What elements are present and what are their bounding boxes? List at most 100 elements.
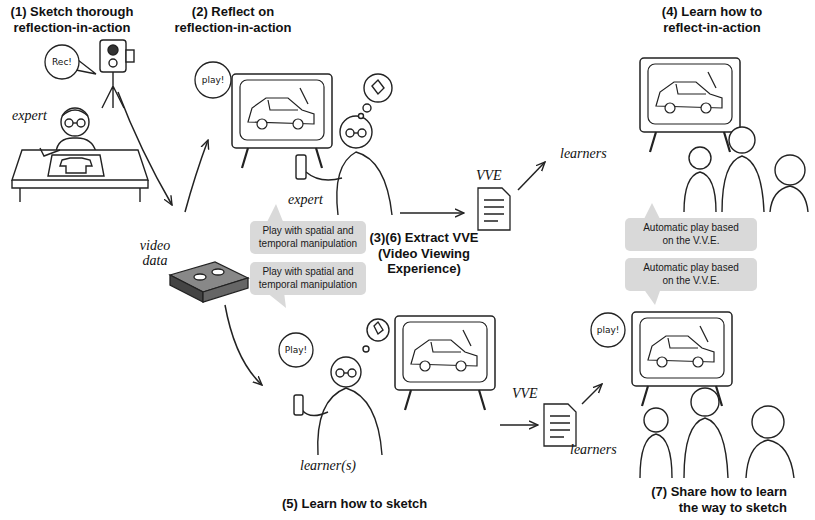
flow-arrow — [118, 92, 172, 205]
expert-figure — [61, 108, 89, 136]
label-slot: VVE — [476, 168, 502, 183]
label-slot: play! — [213, 80, 236, 89]
callout-text: Automatic play based on the V.V.E. — [639, 262, 743, 287]
expert-figure — [337, 152, 392, 215]
expert-figure — [56, 108, 96, 152]
desk — [48, 155, 104, 176]
expert-figure — [340, 116, 372, 148]
learner-figure — [294, 395, 303, 415]
label-slot: Rec! — [62, 62, 82, 71]
speech-bubble — [195, 62, 231, 98]
speech-text: play! — [597, 326, 620, 335]
video-cassette — [170, 262, 248, 302]
tv-set — [232, 74, 332, 168]
learner-figure — [331, 357, 361, 387]
video-camera — [109, 59, 117, 67]
vve-document — [550, 416, 570, 437]
expert-figure — [359, 114, 364, 119]
label-slot: (7) Share how to learn the way to sketch — [632, 484, 787, 515]
vve-document — [544, 404, 576, 446]
label-slot: (4) Learn how to reflect-in-action — [642, 4, 782, 35]
desk — [40, 148, 60, 156]
speech-text: Play! — [285, 346, 307, 355]
label-slot: learners — [570, 442, 617, 457]
figure-label: learner(s) — [300, 458, 356, 473]
expert-figure — [346, 129, 354, 137]
learner-figure — [348, 369, 356, 377]
record-bubble — [45, 45, 79, 79]
expert-figure — [306, 172, 342, 180]
label-slot: video data — [130, 238, 180, 269]
callout-text: Play with spatial and temporal manipulat… — [255, 225, 361, 250]
learner-figure — [374, 322, 383, 334]
video-camera — [100, 40, 126, 72]
figure-label: learners — [570, 442, 617, 457]
flow-arrow — [225, 305, 262, 385]
step-heading: (7) Share how to learn the way to sketch — [632, 484, 787, 515]
label-slot: (3)(6) Extract VVE (Video Viewing Experi… — [368, 230, 480, 277]
flow-arrow — [582, 384, 602, 404]
tv-set — [640, 58, 740, 152]
learner-silhouette — [684, 172, 716, 212]
label-slot: learner(s) — [300, 458, 356, 473]
figure-label: learners — [560, 146, 607, 161]
vve-document — [478, 188, 510, 230]
tv-set — [395, 316, 495, 410]
expert-figure — [73, 122, 77, 123]
expert-figure — [358, 129, 366, 137]
desk — [12, 148, 148, 202]
desk — [60, 158, 92, 173]
desk — [12, 150, 148, 180]
tv-set — [632, 312, 732, 406]
figure-label: video data — [130, 238, 180, 269]
figure-label: VVE — [512, 386, 538, 401]
expert-figure — [77, 119, 85, 127]
learner-figure — [302, 410, 328, 416]
flow-arrow — [400, 162, 545, 213]
speech-text: play! — [202, 76, 225, 85]
step-heading: (3)(6) Extract VVE (Video Viewing Experi… — [368, 230, 480, 277]
speech-bubble — [279, 333, 313, 367]
learner-silhouette — [770, 186, 808, 212]
step-heading: (5) Learn how to sketch — [282, 496, 427, 512]
expert-figure — [364, 74, 392, 102]
callout-box: Automatic play based on the V.V.E. — [625, 258, 757, 291]
learner-silhouette — [775, 155, 805, 185]
learner-silhouette — [752, 406, 784, 438]
video-camera — [102, 72, 124, 108]
flow-arrow — [518, 162, 545, 190]
speech-text: Rec! — [52, 58, 72, 67]
learner-silhouette — [640, 388, 794, 478]
learner-silhouette — [684, 127, 808, 212]
expert-figure — [65, 119, 73, 127]
label-slot: learners — [560, 146, 607, 161]
flow-arrow — [500, 424, 538, 426]
learner-figure — [344, 372, 348, 373]
video-cassette — [194, 274, 206, 280]
speech-bubble — [591, 313, 625, 347]
learner-silhouette — [691, 388, 719, 416]
label-slot: (1) Sketch thorough reflection-in-action — [2, 4, 142, 35]
label-slot: VVE — [512, 386, 538, 401]
tv-set — [232, 74, 332, 168]
video-cassette — [203, 278, 248, 302]
learner-silhouette — [746, 440, 794, 478]
label-slot: Play! — [296, 350, 318, 359]
learner-silhouette — [684, 418, 728, 478]
record-bubble — [45, 45, 96, 79]
callout-box: Play with spatial and temporal manipulat… — [250, 221, 366, 254]
expert-figure — [62, 110, 88, 116]
vve-document — [478, 188, 510, 230]
label-slot: (5) Learn how to sketch — [282, 496, 427, 512]
learner-silhouette — [722, 156, 764, 212]
label-slot: expert — [12, 108, 47, 123]
vve-document — [484, 200, 504, 221]
video-camera — [126, 50, 134, 62]
flow-arrow — [185, 140, 208, 212]
vve-document — [544, 404, 576, 446]
speech-bubble — [591, 313, 625, 347]
step-heading: (2) Reflect on reflection-in-action — [163, 4, 303, 35]
expert-figure — [372, 80, 384, 94]
